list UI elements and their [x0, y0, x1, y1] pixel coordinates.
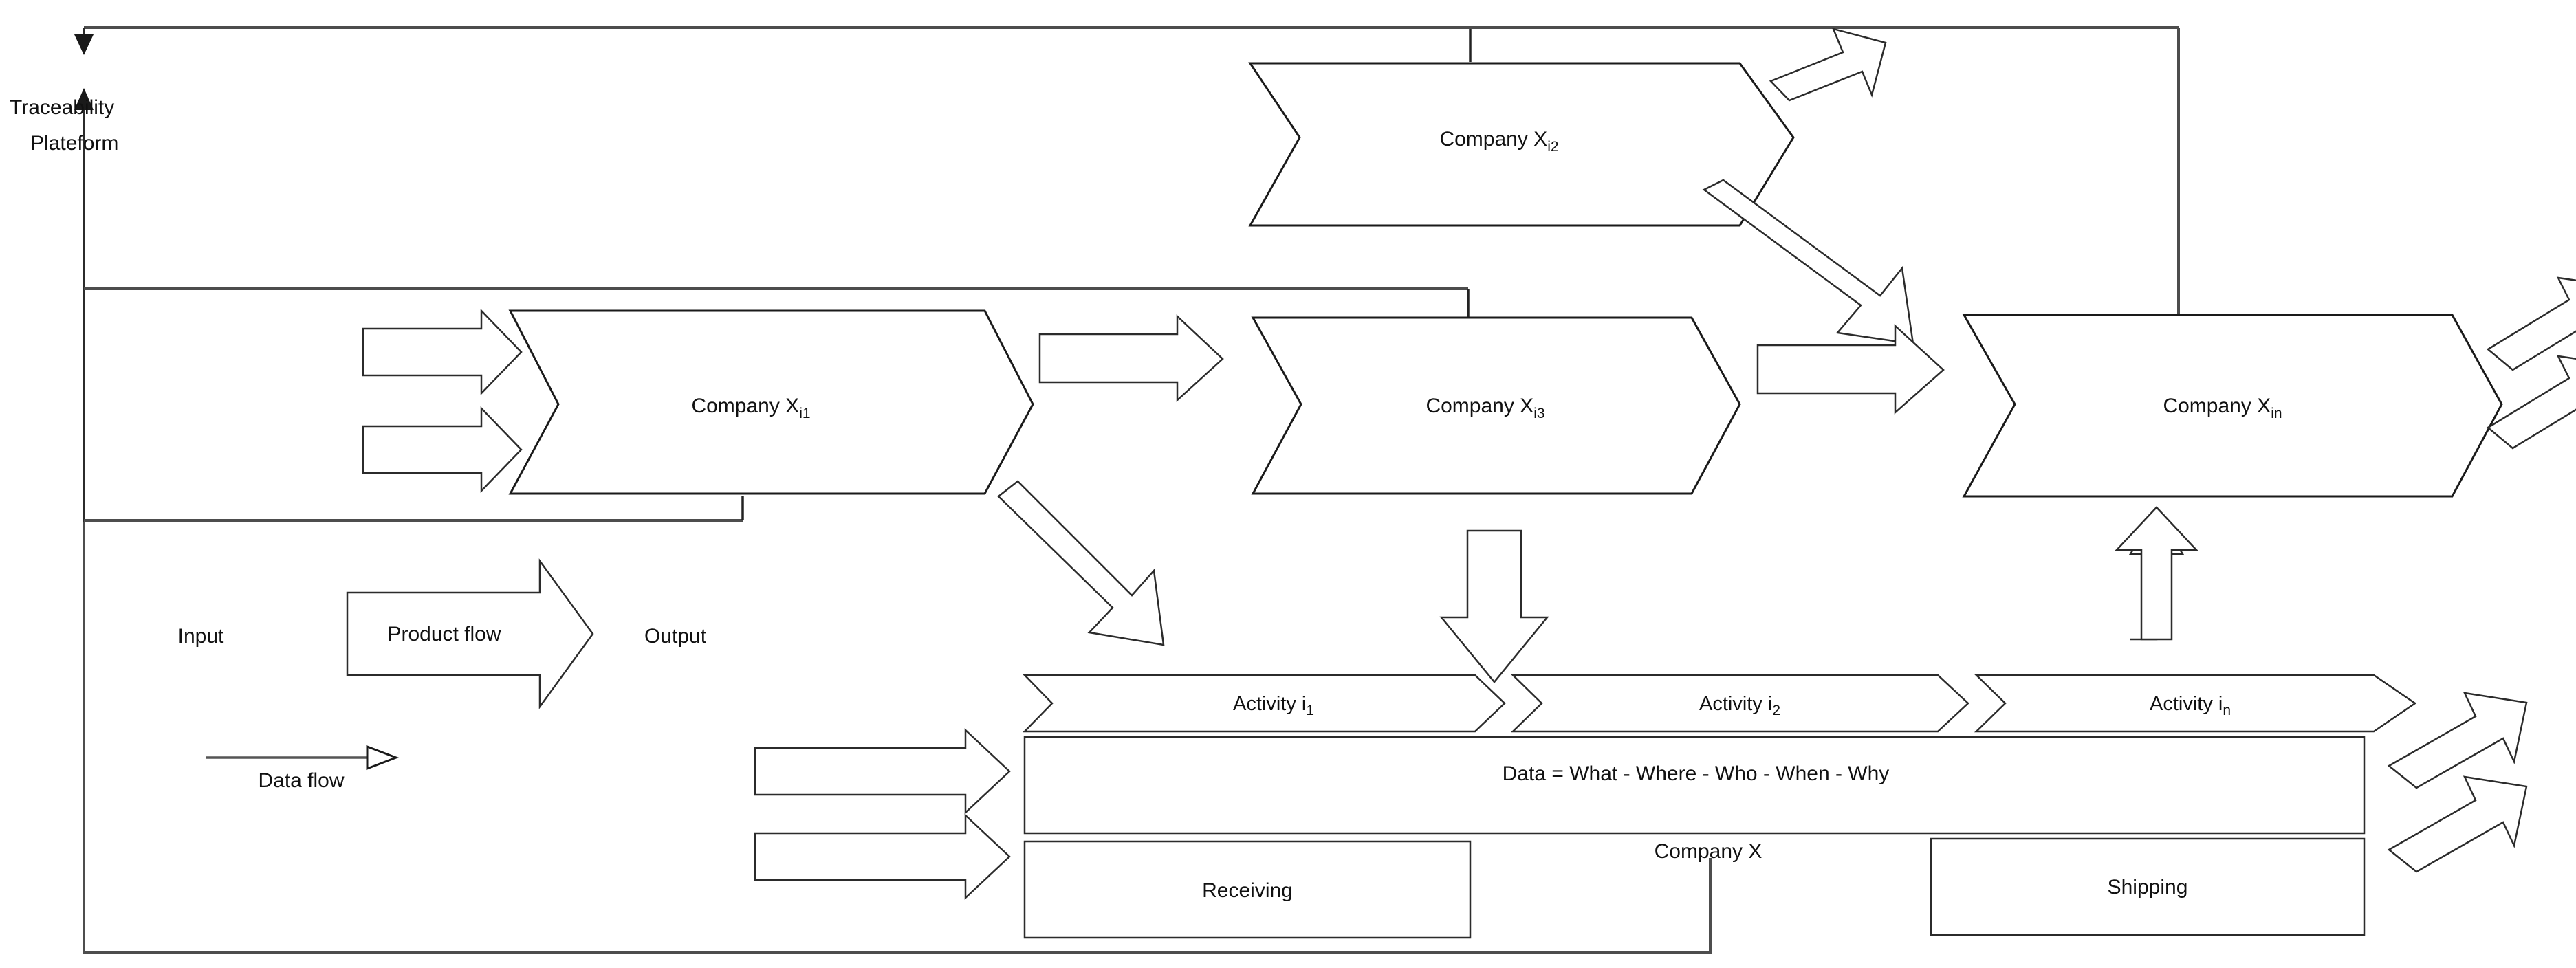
data-band: Data = What - Where - Who - When - Why: [1023, 736, 2366, 835]
activity-band: Activity i1 Activity i2 Activity in: [1023, 674, 2417, 733]
node-company-xi3[interactable]: Company Xi3: [1251, 316, 1741, 495]
arrows-output-data-band: [2387, 692, 2528, 873]
arrows-input-xi1: [362, 308, 523, 494]
legend-output-label: Output: [644, 625, 707, 648]
block-arrow-upright-icon: [1769, 28, 1887, 102]
block-arrow-downright-icon-xi1: [997, 480, 1165, 646]
platform-label-line1: Traceability: [10, 96, 114, 119]
arrow-xi3-to-xin: [1756, 324, 1945, 415]
activity-label-3: Activity in: [2150, 693, 2231, 718]
arrow-xi2-out-upright: [1769, 28, 1887, 102]
node-label-xi1: Company Xi1: [691, 395, 810, 421]
arrow-xi1-to-activity: [997, 480, 1165, 646]
block-arrow-down-icon-xi3: [1439, 529, 1549, 683]
block-arrow-right-icon-xi3-xin: [1756, 324, 1945, 415]
trace-up-arrowhead-icon: [74, 88, 94, 110]
legend-data-flow: Data flow: [206, 745, 400, 792]
node-company-xi1[interactable]: Company Xi1: [508, 309, 1034, 495]
arrows-output-xin: [2486, 276, 2576, 450]
chevron-shape-xi3: [1251, 316, 1741, 495]
activity-label-1: Activity i1: [1233, 693, 1314, 718]
legend-data-flow-label: Data flow: [258, 769, 344, 792]
node-company-xin[interactable]: Company Xin: [1962, 314, 2503, 498]
data-band-label: Data = What - Where - Who - When - Why: [1503, 762, 1890, 785]
activity-chevron-3[interactable]: [1974, 674, 2417, 733]
block-arrow-right-icon-xi1-xi3: [1038, 314, 1224, 402]
block-arrow-right-icon-legend: [346, 558, 594, 710]
node-company-xi2[interactable]: Company Xi2: [1248, 62, 1795, 227]
block-arrow-downright-icon: [1702, 179, 1914, 345]
platform-label-line2: Plateform: [30, 132, 118, 155]
dock-box-receiving[interactable]: [1023, 840, 1472, 939]
dock-boxes: Receiving Shipping: [1023, 837, 2366, 939]
activity-chevron-1[interactable]: [1023, 674, 1506, 733]
block-arrow-upright-icon-xin-b: [2486, 355, 2576, 450]
legend-input-label: Input: [178, 625, 224, 648]
traceability-platform-lines: [74, 26, 2180, 954]
traceability-platform-label: Traceability Plateform: [10, 96, 118, 155]
trace-down-arrowhead-icon: [74, 34, 94, 55]
legend-product-flow: Input Product flow Output: [178, 558, 707, 710]
arrows-into-data-band: [754, 728, 1011, 900]
arrow-xi1-to-xi3: [1038, 314, 1224, 402]
legend-product-flow-label: Product flow: [387, 623, 501, 646]
data-band-rect: [1023, 736, 2366, 835]
block-arrow-right-icon-data-b: [754, 813, 1011, 900]
block-arrow-right-icon-xi1-b: [362, 406, 523, 494]
block-arrow-upright-icon-data-b: [2387, 776, 2528, 873]
block-arrow-right-icon-data-a: [754, 728, 1011, 815]
dock-box-shipping[interactable]: [1930, 837, 2366, 936]
chevron-shape-xin: [1962, 314, 2503, 498]
activity-chevron-2[interactable]: [1510, 674, 1969, 733]
activity-label-2: Activity i2: [1699, 693, 1780, 718]
trace-bottom-path: [83, 522, 1712, 954]
chevron-shape-xi1: [508, 309, 1034, 495]
arrow-xi3-to-activity: [1439, 529, 1549, 683]
open-arrowhead-icon: [366, 745, 400, 771]
arrow-activity-to-xin: [2115, 506, 2198, 641]
block-arrow-upright-icon-data-a: [2387, 692, 2528, 789]
dock-label-receiving: Receiving: [1202, 879, 1293, 902]
node-label-xi3: Company Xi3: [1426, 395, 1544, 421]
block-arrow-up-icon-xin: [2115, 506, 2198, 641]
chevron-shape-xi2: [1248, 62, 1795, 227]
dock-label-shipping: Shipping: [2108, 876, 2188, 899]
company-x-label: Company X: [1655, 840, 1762, 863]
block-arrow-right-icon-xi1-a: [362, 308, 523, 396]
node-label-xin: Company Xin: [2163, 395, 2282, 421]
block-arrow-upright-icon-xin-a: [2486, 276, 2576, 371]
arrow-xi2-to-xin: [1702, 179, 1914, 345]
node-label-xi2: Company Xi2: [1439, 128, 1558, 155]
